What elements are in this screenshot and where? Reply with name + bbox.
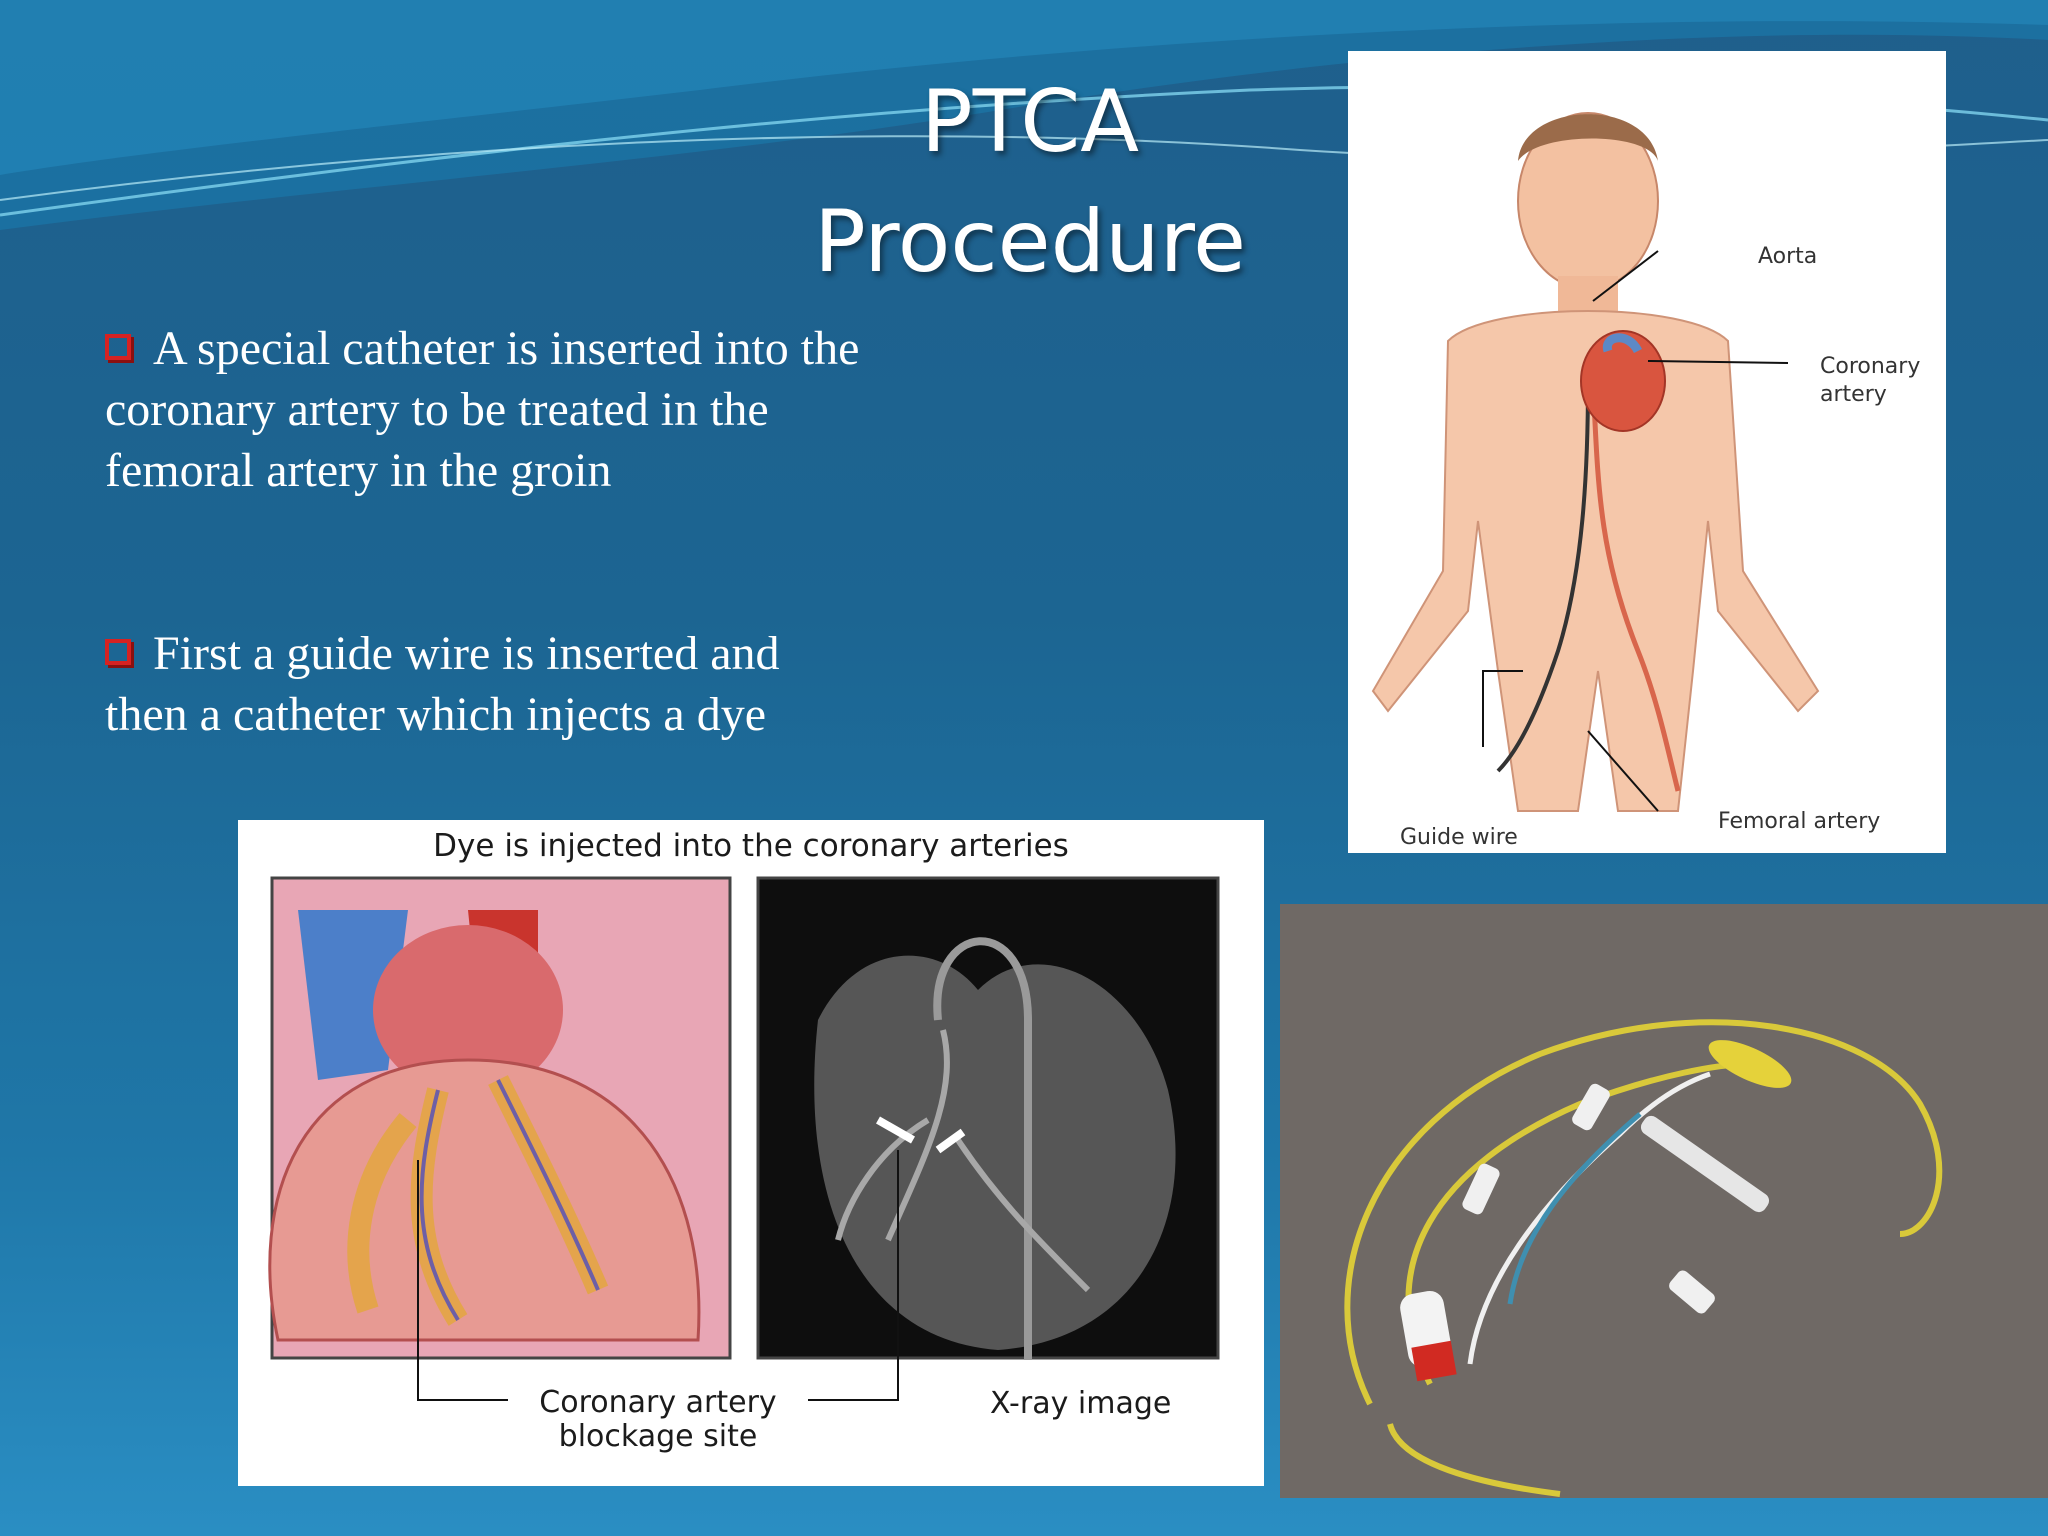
title-line-2: Procedure (813, 192, 1247, 292)
heart-figure-caption: Dye is injected into the coronary arteri… (433, 828, 1069, 864)
catheter-photo (1280, 904, 2048, 1498)
bullet-text-2: First a guide wire is inserted and then … (105, 627, 780, 741)
blockage-label-line-2: blockage site (558, 1419, 758, 1454)
heart-figure: Dye is injected into the coronary arteri… (238, 820, 1264, 1486)
bullet-list: A special catheter is inserted into the … (105, 318, 865, 745)
blockage-label: Coronary artery blockage site (508, 1386, 808, 1454)
human-body-illustration (1371, 112, 1820, 812)
xray-image-label: X-ray image (990, 1386, 1172, 1421)
slide-title: PTCA Procedure (770, 62, 1290, 302)
bullet-item: First a guide wire is inserted and then … (105, 623, 865, 745)
title-line-1: PTCA (920, 72, 1140, 172)
label-femoral-artery: Femoral artery (1718, 809, 1881, 834)
blockage-label-line-1: Coronary artery (539, 1385, 777, 1420)
bullet-text-1: A special catheter is inserted into the … (105, 322, 860, 497)
body-diagram: Aorta Coronary artery Guide wire Femoral… (1348, 51, 1946, 853)
catheter-illustration (1344, 1019, 1943, 1497)
label-guide-wire: Guide wire (1400, 825, 1518, 850)
bullet-item: A special catheter is inserted into the … (105, 318, 865, 501)
checkbox-bullet-icon (105, 639, 131, 665)
checkbox-bullet-icon (105, 334, 131, 360)
heart-illustrations (268, 876, 1220, 1401)
label-coronary-artery: Coronary artery (1820, 354, 1921, 407)
label-aorta: Aorta (1758, 244, 1818, 269)
